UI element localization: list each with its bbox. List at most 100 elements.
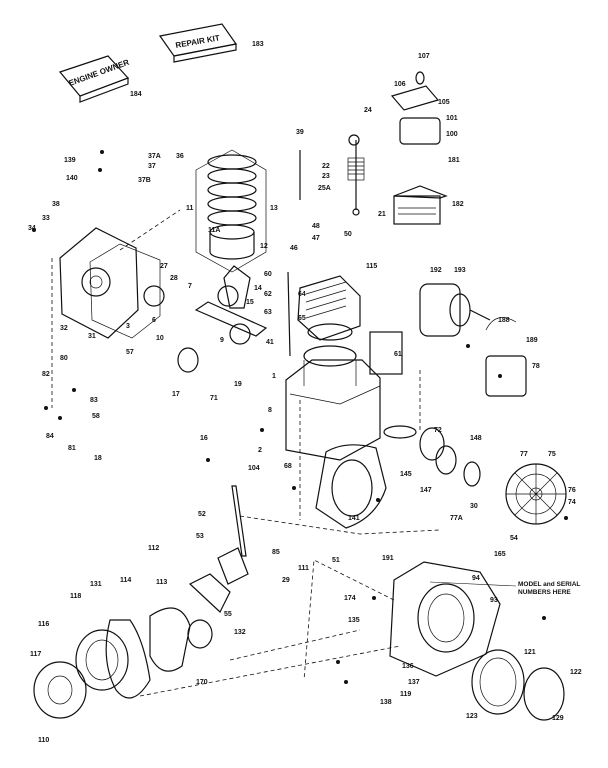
callout-label: 83 [90,397,98,404]
repair-kit-label: REPAIR KIT [175,33,221,50]
callout-label: 74 [568,499,576,506]
callout-label: 72 [434,427,442,434]
callout-label: 15 [246,299,254,306]
callout-label: 77 [520,451,528,458]
callout-label: 8 [268,407,272,414]
callout-labels: 184 183 107 106 105 101 100 139 140 37B … [28,41,582,744]
callout-label: 13 [270,205,278,212]
flange-plate [471,649,565,721]
callout-label: 52 [198,511,206,518]
callout-label: 7 [188,283,192,290]
callout-label: 60 [264,271,272,278]
callout-label: 11 [186,205,194,212]
callout-label: 136 [402,663,414,670]
callout-label: 101 [446,115,458,122]
callout-label: 68 [284,463,292,470]
blower-housing-plate [315,444,387,529]
callout-label: 22 [322,163,330,170]
assembly-guides [139,370,441,697]
callout-label: 80 [60,355,68,362]
cylinder-block [285,331,403,461]
callout-label: 85 [272,549,280,556]
callout-label: 107 [418,53,430,60]
callout-label: 116 [38,621,49,628]
cylinder-head [287,271,361,357]
callout-label: 10 [156,335,164,342]
callout-label: 28 [170,275,178,282]
connecting-rod [223,265,251,309]
callout-label: 182 [452,201,464,208]
ignition-module [485,317,527,397]
callout-label: 37B [138,177,151,184]
callout-label: 9 [220,337,224,344]
callout-label: 188 [498,317,510,324]
callout-label: 100 [446,131,458,138]
callout-label: 36 [176,153,184,160]
callout-label: 6 [152,317,156,324]
callout-label: 78 [532,363,540,370]
callout-label: 29 [282,577,290,584]
callout-label: 46 [290,245,298,252]
callout-label: 32 [60,325,68,332]
callout-label: 17 [172,391,180,398]
owner-manual-label: ENGINE OWNER [68,58,131,88]
callout-label: 75 [548,451,556,458]
callout-label: 1 [272,373,276,380]
callout-label: 24 [364,107,372,114]
callout-label: 30 [470,503,478,510]
callout-label: 119 [400,691,411,698]
callout-label: 37 [148,163,156,170]
callout-label: 14 [254,285,262,292]
fasteners [32,150,568,684]
callout-label: 121 [524,649,536,656]
callout-label: 106 [394,81,406,88]
repair-kit-box: REPAIR KIT [158,23,238,63]
piston-rings [195,149,267,273]
callout-label: 104 [248,465,260,472]
callout-label: 77A [450,515,463,522]
callout-label: 94 [472,575,480,582]
callout-label: 174 [344,595,356,602]
callout-label: 31 [88,333,96,340]
seal-rings [383,425,481,487]
cover-gasket [89,243,161,339]
callout-label: 47 [312,235,320,242]
callout-label: 19 [234,381,242,388]
callout-label: 189 [526,337,538,344]
callout-label: 12 [260,243,268,250]
callout-label: 37A [148,153,161,160]
callout-label: 38 [52,201,60,208]
callout-label: 183 [252,41,264,48]
callout-label: 105 [438,99,450,106]
valve-parts [299,134,365,216]
callout-label: 50 [344,231,352,238]
starter-motor [419,283,491,337]
callout-label: 41 [266,339,274,346]
callout-label: 27 [160,263,168,270]
callout-label: 115 [366,263,377,270]
callout-label: 57 [126,349,134,356]
callout-label: 3 [126,323,130,330]
model-serial-note-line2: NUMBERS HERE [518,589,571,596]
callout-label: 111 [298,565,309,572]
crankcase-cover [51,209,181,408]
callout-label: 48 [312,223,320,230]
owner-manual-box: ENGINE OWNER [58,55,131,103]
callout-label: 123 [466,713,478,720]
callout-label: 148 [470,435,482,442]
callout-label: 51 [332,557,340,564]
callout-label: 84 [46,433,54,440]
callout-label: 76 [568,487,576,494]
callout-label: 129 [552,715,564,722]
callout-label: 81 [68,445,76,452]
callout-label: 61 [394,351,402,358]
air-cleaner-group [390,71,448,225]
engine-housing [303,559,501,681]
callout-label: 165 [494,551,506,558]
callout-label: 33 [42,215,50,222]
callout-label: 63 [264,309,272,316]
callout-label: 25A [318,185,331,192]
callout-label: 191 [382,555,394,562]
callout-label: 54 [510,535,518,542]
callout-label: 170 [196,679,208,686]
